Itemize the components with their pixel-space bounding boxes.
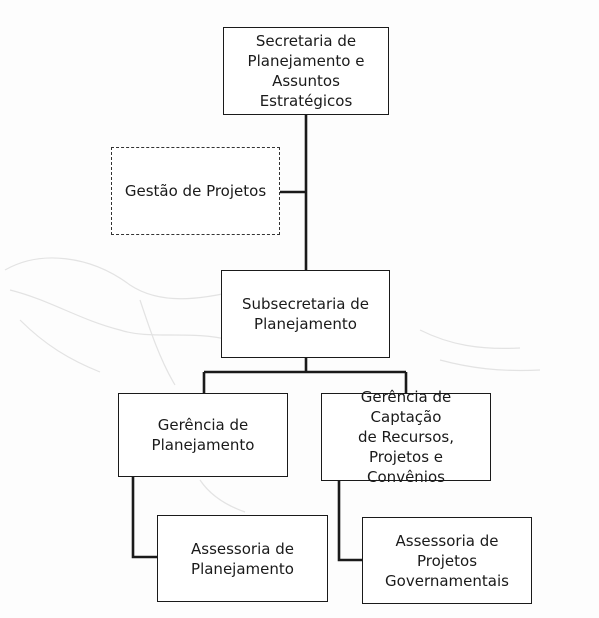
- node-gerencia-planejamento: Gerência de Planejamento: [118, 393, 288, 477]
- node-assessoria-projetos: Assessoria de Projetos Governamentais: [362, 517, 532, 604]
- node-assessoria-planejamento: Assessoria de Planejamento: [157, 515, 328, 602]
- node-secretaria: Secretaria de Planejamento e Assuntos Es…: [223, 27, 389, 115]
- node-label: Secretaria de Planejamento e Assuntos Es…: [247, 32, 365, 110]
- node-label: Gerência de Planejamento: [151, 416, 255, 454]
- edge-gerencia-captacao-assessoria: [337, 481, 362, 562]
- edge-gerencia-planejamento-assessoria: [131, 476, 157, 559]
- background-watermark: [4, 257, 541, 513]
- node-label: Gestão de Projetos: [124, 182, 267, 200]
- node-label: Subsecretaria de Planejamento: [241, 295, 370, 333]
- node-label: Assessoria de Projetos Governamentais: [385, 531, 509, 590]
- node-subsecretaria: Subsecretaria de Planejamento: [221, 270, 390, 358]
- node-gerencia-captacao: Gerência de Captação de Recursos, Projet…: [321, 388, 491, 486]
- node-label: Assessoria de Planejamento: [191, 539, 294, 578]
- node-label: Gerência de Captação de Recursos, Projet…: [358, 388, 454, 486]
- node-gestao-de-projetos: Gestão de Projetos: [111, 147, 280, 235]
